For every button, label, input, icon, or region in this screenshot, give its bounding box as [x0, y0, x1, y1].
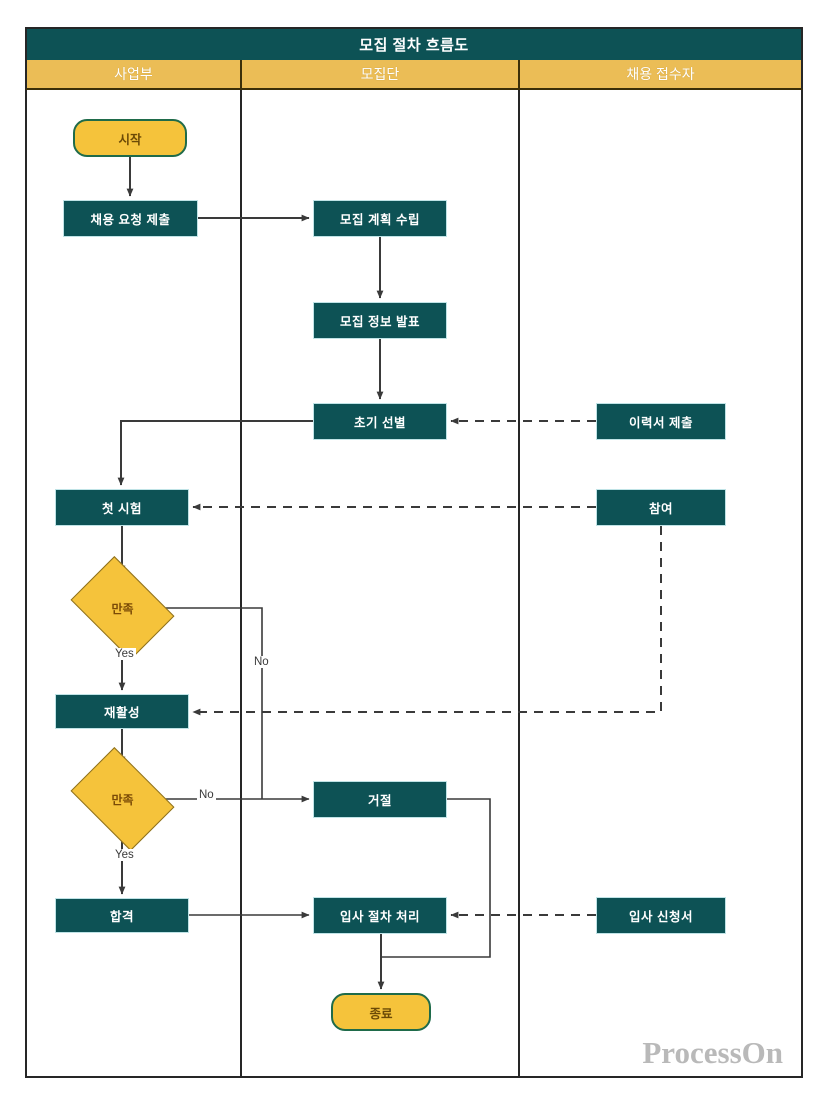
- node-end[interactable]: 종료: [331, 993, 431, 1031]
- node-screening[interactable]: 초기 선별: [313, 403, 447, 440]
- node-label: 모집 정보 발표: [340, 315, 420, 329]
- node-label: 만족: [111, 792, 134, 807]
- node-label: 시작: [118, 132, 142, 147]
- node-plan[interactable]: 모집 계획 수립: [313, 200, 447, 237]
- node-start[interactable]: 시작: [73, 119, 187, 157]
- node-label: 입사 신청서: [629, 910, 693, 924]
- node-label: 채용 요청 제출: [90, 213, 171, 227]
- node-label: 종료: [369, 1006, 393, 1021]
- node-label: 모집 계획 수립: [340, 213, 420, 227]
- node-label: 거절: [367, 794, 392, 808]
- lane-header-applicant[interactable]: 채용 접수자: [520, 60, 801, 88]
- node-label: 이력서 제출: [629, 416, 693, 430]
- edge-label-no-1: No: [252, 656, 271, 668]
- node-pass[interactable]: 합격: [55, 898, 189, 933]
- node-label: 첫 시험: [102, 502, 142, 516]
- node-decision-satisfied-2[interactable]: 만족: [70, 747, 175, 851]
- lane-header-recruiting[interactable]: 모집단: [242, 60, 520, 88]
- node-first-exam[interactable]: 첫 시험: [55, 489, 189, 526]
- node-reject[interactable]: 거절: [313, 781, 447, 818]
- lane-divider-2: [518, 90, 520, 1078]
- diagram-title: 모집 절차 흐름도: [25, 27, 803, 60]
- node-application[interactable]: 입사 신청서: [596, 897, 726, 934]
- node-label: 초기 선별: [354, 416, 406, 430]
- node-decision-satisfied-1[interactable]: 만족: [70, 556, 175, 660]
- lane-divider-1: [240, 90, 242, 1078]
- node-label: 재활성: [103, 706, 140, 720]
- processon-watermark: ProcessOn: [642, 1035, 783, 1070]
- node-label: 참여: [648, 502, 673, 516]
- edge-label-yes-2: Yes: [113, 849, 136, 861]
- lane-header-business[interactable]: 사업부: [27, 60, 242, 88]
- node-participate[interactable]: 참여: [596, 489, 726, 526]
- node-label: 입사 절차 처리: [340, 910, 420, 924]
- edge-label-yes-1: Yes: [113, 648, 136, 660]
- node-label: 합격: [109, 910, 134, 924]
- node-request[interactable]: 채용 요청 제출: [63, 200, 198, 237]
- edge-label-no-2: No: [197, 789, 216, 801]
- swimlane-header-row: 사업부 모집단 채용 접수자: [25, 60, 803, 90]
- node-onboarding[interactable]: 입사 절차 처리: [313, 897, 447, 934]
- node-label: 만족: [111, 601, 134, 616]
- node-announce[interactable]: 모집 정보 발표: [313, 302, 447, 339]
- node-resume[interactable]: 이력서 제출: [596, 403, 726, 440]
- node-reactivate[interactable]: 재활성: [55, 694, 189, 729]
